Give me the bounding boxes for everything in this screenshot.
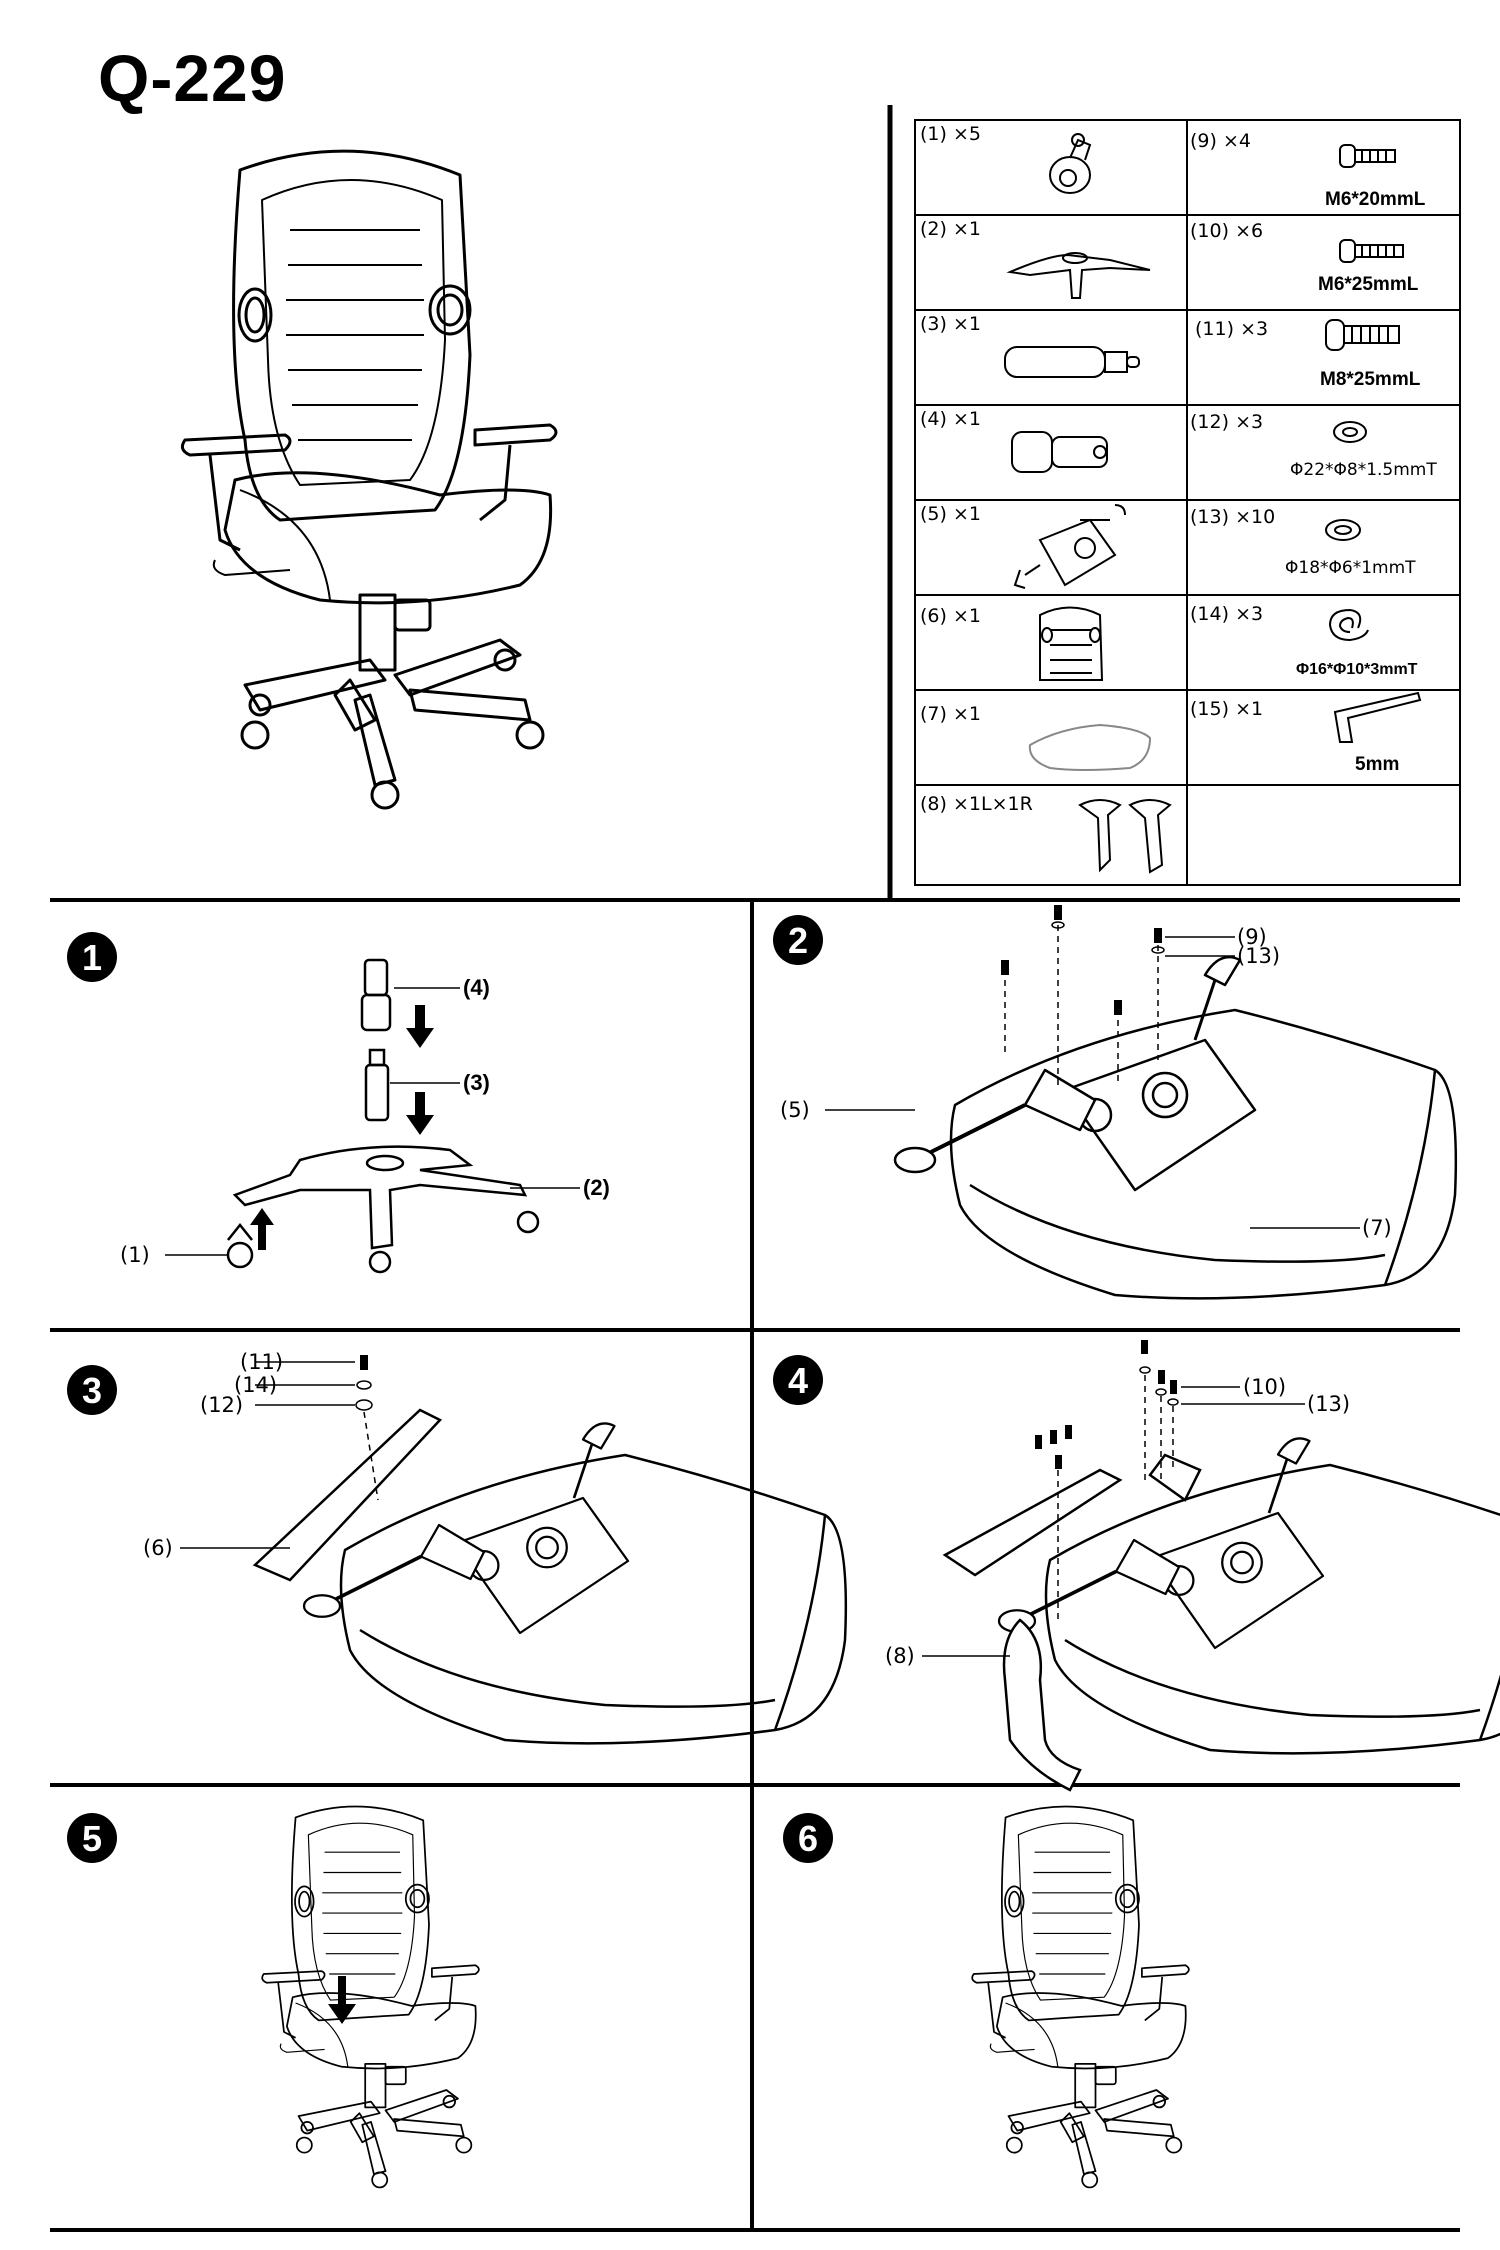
part-label-3: (3) ×1 (920, 313, 981, 335)
bolt-m6-25-icon (1339, 239, 1404, 263)
bolt-m6-20-icon (1339, 144, 1396, 168)
step-number-5: 5 (82, 1818, 102, 1859)
bolt-m8-25-icon (1325, 319, 1400, 351)
star-base-icon (1006, 252, 1151, 299)
step3-label-12: (12) (200, 1393, 243, 1417)
part-label-5: (5) ×1 (920, 503, 981, 525)
step4-label-13: (13) (1307, 1392, 1350, 1416)
spring-washer-icon (1328, 608, 1369, 642)
part-label-12: (12) ×3 (1190, 411, 1263, 433)
step4-label-8: (8) (885, 1644, 915, 1668)
part-label-6: (6) ×1 (920, 605, 981, 627)
step-number-4: 4 (788, 1360, 808, 1401)
step4-label-10: (10) (1243, 1375, 1286, 1399)
step1-label-3: (3) (463, 1070, 490, 1095)
part-label-13: (13) ×10 (1190, 506, 1275, 528)
step2-label-7: (7) (1362, 1216, 1392, 1240)
spec-12: Φ22*Φ8*1.5mmT (1290, 460, 1437, 480)
step1-label-4: (4) (463, 975, 490, 1000)
spec-9: M6*20mmL (1325, 189, 1426, 210)
gas-lift-icon (1004, 346, 1140, 378)
seat-cushion-icon (1028, 723, 1152, 771)
armrests-icon (1078, 799, 1172, 874)
spec-14: Φ16*Φ10*3mmT (1296, 661, 1418, 678)
telescopic-cover-icon (1011, 431, 1108, 473)
caster-icon (1049, 133, 1092, 194)
spec-11: M8*25mmL (1320, 369, 1421, 390)
step1-illustration (226, 958, 540, 1274)
step-number-2: 2 (788, 920, 808, 961)
backrest-icon (1039, 606, 1104, 681)
svg-text:(8) ×1L×1R: (8) ×1L×1R (920, 793, 1033, 815)
washer-22-icon (1333, 421, 1367, 443)
step2-label-13: (13) (1237, 944, 1280, 968)
svg-text:(9) ×4: (9) ×4 (1190, 130, 1251, 152)
part-label-14: (14) ×3 (1190, 603, 1263, 625)
part-label-1: (1) ×5 (920, 123, 981, 145)
step1-label-2: (2) (583, 1175, 610, 1200)
step3-label-11: (11) (240, 1350, 283, 1374)
step2-label-9: (9) (1237, 925, 1267, 949)
svg-text:(10) ×6: (10) ×6 (1190, 220, 1263, 242)
svg-text:(12) ×3: (12) ×3 (1190, 411, 1263, 433)
step-number-1: 1 (82, 937, 102, 978)
part-label-7: (7) ×1 (920, 703, 981, 725)
svg-text:(11) ×3: (11) ×3 (1195, 318, 1268, 340)
svg-text:(7) ×1: (7) ×1 (920, 703, 981, 725)
part-label-15: (15) ×1 (1190, 698, 1263, 720)
svg-text:(5) ×1: (5) ×1 (920, 503, 981, 525)
step1-label-1: (1) (120, 1243, 150, 1267)
washer-18-icon (1325, 519, 1361, 541)
svg-text:(2) ×1: (2) ×1 (920, 218, 981, 240)
step3-label-6: (6) (143, 1536, 173, 1560)
svg-text:(4) ×1: (4) ×1 (920, 408, 981, 430)
svg-text:(13) ×10: (13) ×10 (1190, 506, 1275, 528)
part-label-10: (10) ×6 (1190, 220, 1263, 242)
spec-10: M6*25mmL (1318, 274, 1419, 295)
mechanism-icon (1013, 504, 1126, 589)
spec-13: Φ18*Φ6*1mmT (1285, 558, 1416, 578)
part-label-2: (2) ×1 (920, 218, 981, 240)
svg-text:(6) ×1: (6) ×1 (920, 605, 981, 627)
step-number-6: 6 (798, 1818, 818, 1859)
step2-illustration (825, 905, 1458, 1300)
step3-label-14: (14) (234, 1373, 277, 1397)
step3-illustration (180, 1355, 848, 1745)
step4-illustration (922, 1340, 1500, 1792)
model-title: Q-229 (98, 41, 287, 115)
svg-text:(15) ×1: (15) ×1 (1190, 698, 1263, 720)
part-label-8: (8) ×1L×1R (920, 793, 1033, 815)
hex-key-icon (1333, 691, 1422, 743)
step2-label-5: (5) (780, 1098, 810, 1122)
part-label-9: (9) ×4 (1190, 130, 1251, 152)
svg-text:(14) ×3: (14) ×3 (1190, 603, 1263, 625)
svg-text:(1) ×5: (1) ×5 (920, 123, 981, 145)
part-label-11: (11) ×3 (1195, 318, 1268, 340)
part-label-4: (4) ×1 (920, 408, 981, 430)
svg-text:(3) ×1: (3) ×1 (920, 313, 981, 335)
step-number-3: 3 (82, 1370, 102, 1411)
spec-15: 5mm (1355, 754, 1399, 775)
step-badges (67, 915, 833, 1863)
